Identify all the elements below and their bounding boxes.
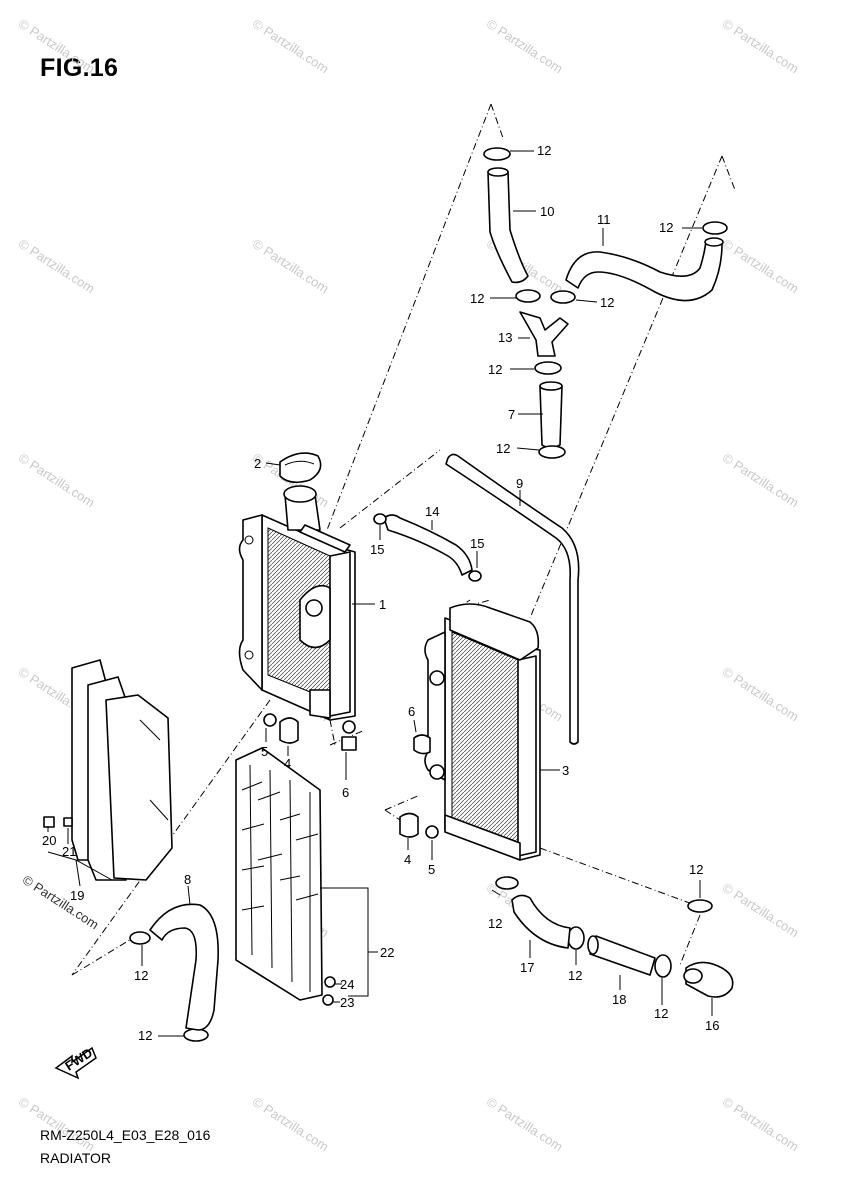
hose-11 <box>565 237 724 302</box>
hose-17 <box>511 894 571 949</box>
small-hardware <box>43 713 439 1006</box>
junction-13 <box>519 311 569 357</box>
callout-12: 12 <box>134 968 148 983</box>
leader-lines <box>47 150 713 1037</box>
left-radiator <box>238 485 356 721</box>
callout-4: 4 <box>284 756 291 771</box>
callout-17: 17 <box>520 960 534 975</box>
callout-5: 5 <box>428 862 435 877</box>
callout-12: 12 <box>488 916 502 931</box>
callout-12: 12 <box>689 862 703 877</box>
callout-15: 15 <box>470 536 484 551</box>
callout-9: 9 <box>516 476 523 491</box>
hose-7 <box>539 381 563 449</box>
callout-14: 14 <box>425 504 439 519</box>
shroud-19 <box>71 659 173 881</box>
callout-labels: 12 10 11 12 12 12 13 12 7 12 2 9 14 15 1… <box>42 143 719 1043</box>
callout-13: 13 <box>498 330 512 345</box>
forward-arrow-icon: FWD <box>54 1045 97 1080</box>
callout-22: 22 <box>380 945 394 960</box>
callout-2: 2 <box>254 456 261 471</box>
callout-8: 8 <box>184 872 191 887</box>
callout-21: 21 <box>62 844 76 859</box>
hose-8 <box>149 903 219 1031</box>
callout-24: 24 <box>340 977 354 992</box>
pipe-18 <box>587 935 656 976</box>
callout-7: 7 <box>508 407 515 422</box>
callout-12: 12 <box>470 291 484 306</box>
figure-title: FIG.16 <box>40 54 119 82</box>
callout-12: 12 <box>138 1028 152 1043</box>
right-radiator <box>424 603 541 861</box>
louver-22 <box>235 747 323 1001</box>
hose-9 <box>445 453 580 745</box>
hose-16 <box>683 961 734 998</box>
callout-11: 11 <box>597 212 611 227</box>
callout-4: 4 <box>404 852 411 867</box>
callout-5: 5 <box>261 744 268 759</box>
callout-12: 12 <box>537 143 551 158</box>
callout-18: 18 <box>612 992 626 1007</box>
callout-23: 23 <box>340 995 354 1010</box>
callout-12: 12 <box>488 362 502 377</box>
callout-1: 1 <box>379 597 386 612</box>
callout-3: 3 <box>562 763 569 778</box>
hose-14 <box>383 514 473 576</box>
callout-16: 16 <box>705 1018 719 1033</box>
hose-10 <box>487 167 529 284</box>
callout-6: 6 <box>408 704 415 719</box>
callout-12: 12 <box>568 968 582 983</box>
callout-12: 12 <box>496 441 510 456</box>
diagram-name: RADIATOR <box>40 1150 112 1166</box>
callout-12: 12 <box>659 220 673 235</box>
callout-20: 20 <box>42 833 56 848</box>
callout-12: 12 <box>654 1006 668 1021</box>
callout-12: 12 <box>600 295 614 310</box>
clamps-15 <box>373 513 482 582</box>
callout-10: 10 <box>540 204 554 219</box>
callout-15: 15 <box>370 542 384 557</box>
callout-6: 6 <box>342 785 349 800</box>
diagram-code: RM-Z250L4_E03_E28_016 <box>40 1127 211 1143</box>
radiator-cap <box>279 452 322 484</box>
callout-19: 19 <box>70 888 84 903</box>
